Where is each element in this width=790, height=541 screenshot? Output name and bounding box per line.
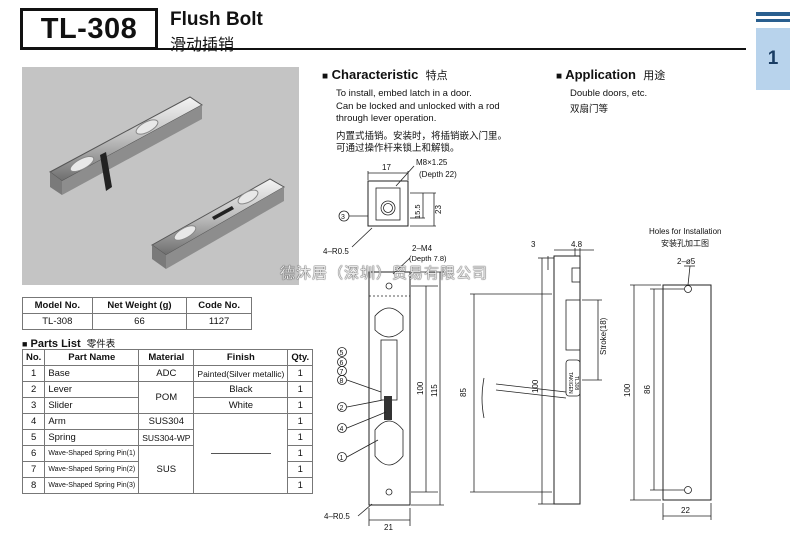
holes-dim-86: 86 <box>643 385 652 394</box>
part-qty: 1 <box>287 365 314 382</box>
dim-17: 17 <box>382 163 391 172</box>
callout-4: 4 <box>340 426 344 433</box>
side-view <box>470 248 602 505</box>
dim-100-side: 100 <box>531 379 540 393</box>
callouts <box>337 347 387 462</box>
callout-3: 3 <box>341 214 345 221</box>
application-section: ■ Application 用途 Double doors, etc. 双扇门等 <box>556 67 665 116</box>
thread-top: M8×1.25 <box>416 158 448 167</box>
callout-1: 1 <box>340 455 344 462</box>
parts-list-title: ■ Parts List 零件表 <box>22 338 116 350</box>
characteristic-line: through lever operation. <box>336 113 437 124</box>
model-header: Model No. <box>22 297 93 314</box>
holes-title: Holes for Installation <box>649 227 721 236</box>
dim-15-5: 15.5 <box>413 204 422 219</box>
part-finish: Black <box>193 381 289 398</box>
characteristic-line: Can be locked and unlocked with a rod <box>336 100 500 112</box>
table-row: 6 Wave-Shaped Spring Pin(1) SUS 1 <box>21 445 314 494</box>
dim-85: 85 <box>459 388 468 397</box>
callout-5: 5 <box>340 350 344 357</box>
part-code-mark: TL308 <box>573 376 579 390</box>
part-name: Wave-Shaped Spring Pin(3) <box>44 477 140 494</box>
weight-header: Net Weight (g) <box>91 297 188 314</box>
dim-4-8: 4.8 <box>571 240 583 249</box>
parts-list-table: No. Part Name Material Finish Qty. 1 Bas… <box>21 349 314 494</box>
characteristic-title: ■ Characteristic 特点 <box>322 67 448 82</box>
dim-115: 115 <box>430 384 439 397</box>
brand-mark: TAKIGEN <box>567 372 573 394</box>
table-row: 8 Wave-Shaped Spring Pin(3) 1 <box>21 477 314 494</box>
callout-6: 6 <box>340 360 344 367</box>
callout-2: 2 <box>340 405 344 412</box>
model-number: TL-308 <box>40 12 138 45</box>
part-qty: 1 <box>287 397 314 414</box>
product-photo <box>22 67 299 285</box>
chapter-number: 1 <box>767 48 779 69</box>
dim-23: 23 <box>434 205 443 214</box>
model-number-box: TL-308 <box>20 8 158 50</box>
part-no: 3 <box>21 397 46 414</box>
characteristic-line: To install, embed latch in a door. <box>336 88 472 99</box>
characteristic-line-cn: 可通过操作杆来锁上和解锁。 <box>336 143 460 154</box>
parts-header-material: Material <box>138 349 195 366</box>
r-top: 4–R0.5 <box>323 247 349 256</box>
application-title: ■ Application 用途 <box>556 67 666 82</box>
holes-title-cn: 安装孔加工图 <box>661 238 709 248</box>
stroke-dim: Stroke(18) <box>599 317 608 355</box>
watermark: 德沐居（深圳）贸易有限公司 <box>280 265 489 282</box>
product-name: Flush Bolt <box>170 9 263 30</box>
dim-21: 21 <box>384 523 393 532</box>
tab-stripe <box>756 12 790 16</box>
depth-top: (Depth 22) <box>419 170 457 179</box>
table-row: TL-308 66 1127 <box>22 313 252 330</box>
header-rule <box>158 48 746 50</box>
table-row: 7 Wave-Shaped Spring Pin(2) 1 <box>21 461 314 478</box>
table-row: 2 Lever POM Black 1 <box>21 381 314 414</box>
front-view <box>357 257 444 526</box>
part-no: 8 <box>21 477 46 494</box>
holes-dia: 2–ø5 <box>677 257 696 266</box>
parts-header-name: Part Name <box>44 349 140 366</box>
weight-cell: 66 <box>91 313 188 330</box>
characteristic-section: ■ Characteristic 特点 To install, embed la… <box>322 67 507 156</box>
r-bottom: 4–R0.5 <box>324 512 350 521</box>
callout-8: 8 <box>340 378 344 385</box>
part-finish-none <box>193 413 289 494</box>
thread-mid: 2–M4 <box>412 244 433 253</box>
characteristic-line-cn: 内置式插销。安装时，将插销嵌入门里。 <box>336 130 508 142</box>
model-cell: TL-308 <box>22 313 93 330</box>
table-row: 1 Base ADC Painted(Silver metallic) 1 <box>21 365 314 382</box>
table-row: 3 Slider White 1 <box>21 397 314 414</box>
dim-3: 3 <box>531 240 536 249</box>
part-material: SUS <box>138 445 195 494</box>
holes-dim-22: 22 <box>681 506 690 515</box>
dim-100: 100 <box>416 381 425 395</box>
table-row: 5 Spring SUS304-WP 1 <box>21 429 314 446</box>
chapter-tab[interactable]: 1 <box>756 28 790 90</box>
flush-bolt-image-2 <box>151 178 286 269</box>
tab-stripe <box>756 19 790 22</box>
application-line-cn: 双扇门等 <box>570 103 609 115</box>
callout-7: 7 <box>340 369 344 376</box>
flush-bolt-image-1 <box>49 96 203 195</box>
holes-view <box>630 265 712 520</box>
model-spec-table: Model No. Net Weight (g) Code No. TL-308… <box>22 297 252 330</box>
depth-mid: (Depth 7.8) <box>409 254 447 263</box>
part-qty: 1 <box>287 429 314 446</box>
code-cell: 1127 <box>186 313 252 330</box>
top-view <box>338 165 436 248</box>
application-line: Double doors, etc. <box>570 88 648 99</box>
part-qty: 1 <box>287 477 314 494</box>
holes-dim-100: 100 <box>623 383 632 397</box>
